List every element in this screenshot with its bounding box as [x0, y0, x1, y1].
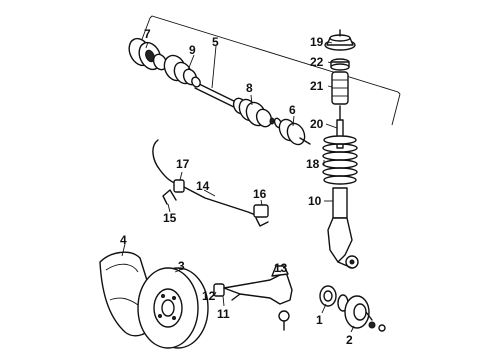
strut-body	[327, 187, 359, 269]
callout-5: 5	[212, 35, 219, 49]
leader-lines	[121, 41, 355, 333]
callout-21: 21	[310, 79, 324, 93]
shock-rod	[336, 105, 344, 149]
callout-18: 18	[306, 157, 320, 171]
callout-13: 13	[274, 261, 288, 275]
callout-17: 17	[176, 157, 190, 171]
callout-3: 3	[178, 259, 185, 273]
callout-16: 16	[253, 187, 267, 201]
strut-bearing	[330, 58, 350, 71]
callout-19: 19	[310, 35, 324, 49]
callout-10: 10	[308, 194, 322, 208]
inner-boot	[163, 54, 201, 88]
callout-4: 4	[120, 233, 127, 247]
coil-spring	[322, 135, 358, 185]
outer-cv-joint	[278, 118, 311, 146]
callout-12: 12	[202, 289, 216, 303]
strut-assembly	[322, 29, 359, 269]
bump-stop	[331, 71, 349, 105]
strut-mount	[324, 29, 356, 51]
callout-8: 8	[246, 81, 253, 95]
callout-1: 1	[316, 313, 323, 327]
callout-9: 9	[189, 43, 196, 57]
hub-bearing	[319, 285, 386, 332]
inner-cv-joint	[128, 37, 168, 71]
callout-20: 20	[310, 117, 324, 131]
callout-15: 15	[163, 211, 177, 225]
brake-rotor	[137, 267, 209, 349]
callout-11: 11	[217, 307, 230, 321]
callouts: 7 9 5 8 6 19 22 21 20 18 10 17 14 15 16 …	[120, 27, 353, 347]
callout-14: 14	[196, 179, 210, 193]
callout-22: 22	[310, 55, 324, 69]
callout-7: 7	[144, 27, 151, 41]
stabilizer-bar	[152, 139, 269, 227]
callout-6: 6	[289, 103, 296, 117]
lower-control-arm	[213, 265, 293, 331]
drive-shaft-assembly	[128, 15, 401, 146]
outer-boot	[232, 97, 273, 128]
callout-2: 2	[346, 333, 353, 347]
